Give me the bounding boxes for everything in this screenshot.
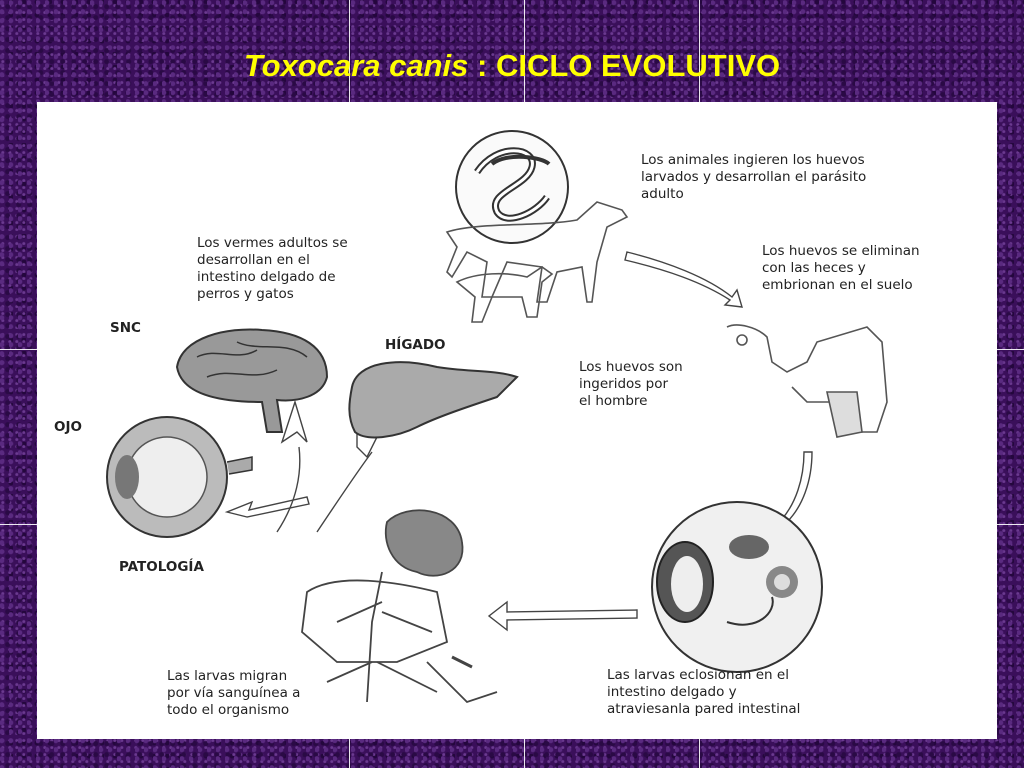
lifecycle-diagram: Los animales ingieren los huevos larvado… — [37, 102, 997, 739]
label-patologia: PATOLOGÍA — [119, 559, 204, 575]
intestine-icon — [651, 501, 823, 673]
heart-vessels-icon — [301, 509, 498, 704]
step-larvae-hatch: Las larvas eclosionan en el intestino de… — [607, 667, 801, 717]
dog-cat-icon — [445, 201, 629, 323]
slide-title: Toxocara canis : CICLO EVOLUTIVO — [0, 48, 1024, 84]
step-animals-ingest: Los animales ingieren los huevos larvado… — [641, 152, 867, 202]
eye-icon — [106, 416, 253, 538]
human-head-icon — [726, 324, 888, 438]
label-higado: HÍGADO — [385, 337, 446, 353]
label-snc: SNC — [110, 320, 141, 336]
brain-icon — [175, 328, 329, 433]
slide-title-species: Toxocara canis — [243, 48, 469, 83]
step-adult-worms: Los vermes adultos se desarrollan en el … — [197, 235, 348, 302]
worm-icon — [455, 130, 569, 244]
lifecycle-illustration — [106, 130, 888, 704]
step-eggs-eliminated: Los huevos se eliminan con las heces y e… — [762, 243, 920, 293]
liver-icon — [348, 361, 519, 439]
label-ojo: OJO — [54, 419, 82, 435]
step-human-ingests: Los huevos son ingeridos por el hombre — [579, 359, 683, 409]
slide-title-rest: : CICLO EVOLUTIVO — [468, 48, 781, 83]
step-larvae-migrate: Las larvas migran por vía sanguínea a to… — [167, 668, 301, 718]
